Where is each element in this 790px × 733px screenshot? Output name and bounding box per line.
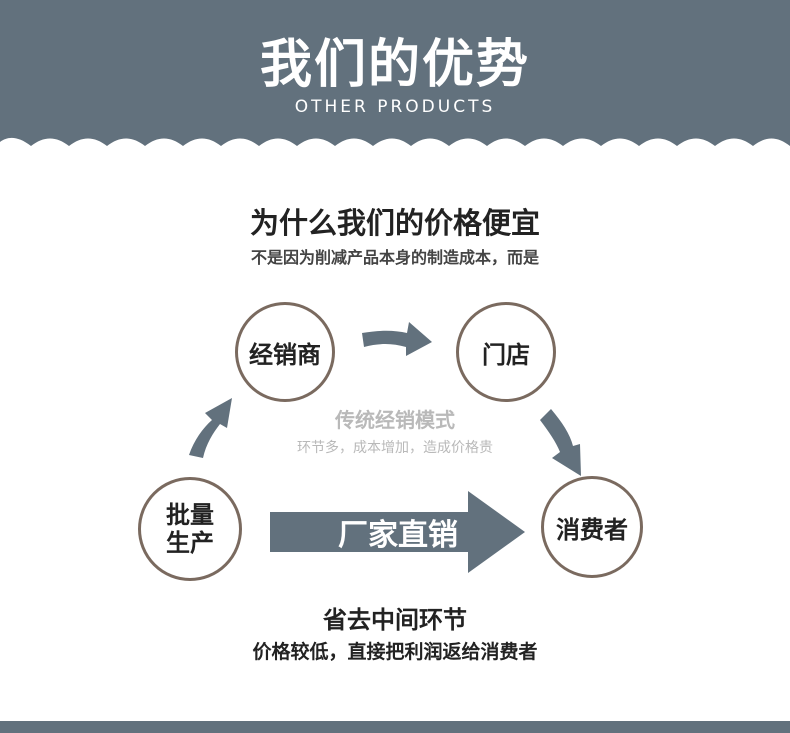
benefit-subtitle: 价格较低，直接把利润返给消费者 [252,641,538,663]
footer-bar [0,721,790,733]
node-store-label: 门店 [482,339,530,369]
node-production: 批量 生产 [138,477,242,581]
arrow-store-to-consumer [540,409,581,476]
traditional-model-subtitle: 环节多，成本增加，造成价格贵 [297,440,493,456]
traditional-model-title: 传统经销模式 [335,408,455,432]
benefit-title: 省去中间环节 [323,605,467,634]
node-dealer: 经销商 [235,302,335,402]
header-subtitle: OTHER PRODUCTS [294,97,496,117]
question-title: 为什么我们的价格便宜 [249,206,540,240]
header-banner [0,0,790,146]
arrow-production-to-dealer [189,398,232,458]
arrow-dealer-to-store [362,322,432,356]
big-arrow-direct-sales [270,491,525,573]
header-title: 我们的优势 [259,35,530,95]
node-dealer-label: 经销商 [249,339,321,369]
direct-sales-label: 厂家直销 [338,518,458,553]
node-consumer: 消费者 [541,476,643,578]
node-consumer-label: 消费者 [556,514,628,544]
node-production-label: 批量 生产 [166,500,214,557]
node-store: 门店 [456,302,556,402]
question-subtitle: 不是因为削减产品本身的制造成本，而是 [250,248,539,267]
